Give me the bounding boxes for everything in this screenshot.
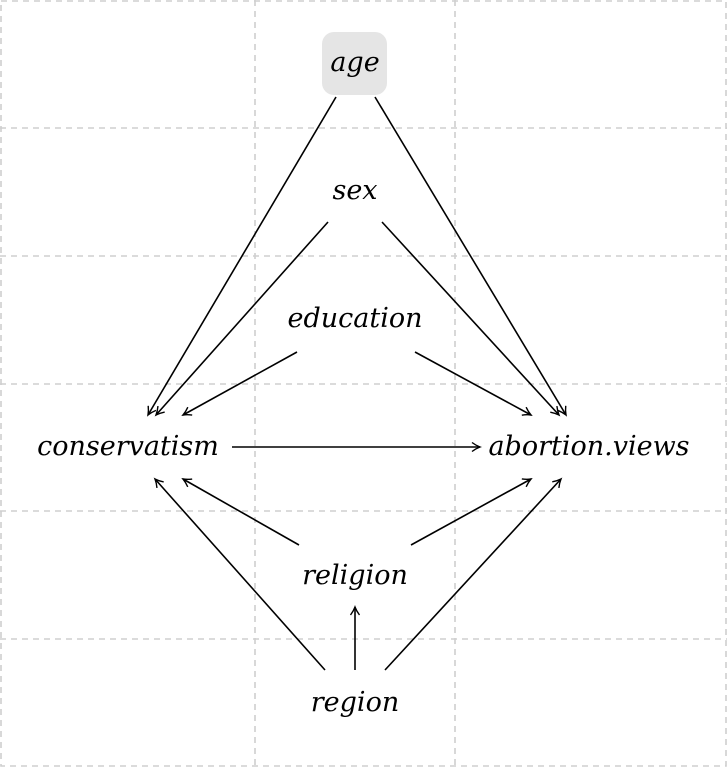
node-abortion-views-label: abortion.views (488, 431, 689, 462)
node-sex[interactable]: sex (332, 175, 377, 206)
edge-education-to-conservatism (181, 351, 298, 416)
node-region-label: region (311, 687, 399, 718)
edge-age-to-abortion-views (374, 96, 568, 417)
node-age-label: age (330, 47, 379, 78)
node-age-highlight (322, 32, 387, 95)
node-abortion-views[interactable]: abortion.views (488, 431, 689, 462)
edge-region-to-abortion-views (384, 477, 563, 671)
edge-religion-to-abortion-views (410, 478, 533, 546)
node-sex-label: sex (332, 175, 377, 206)
edges (146, 96, 568, 671)
node-age[interactable]: age (322, 32, 387, 95)
node-religion-label: religion (302, 560, 408, 591)
node-region[interactable]: region (311, 687, 399, 718)
edge-religion-to-conservatism (181, 478, 300, 546)
nodes: age sex education conservatism abortion.… (37, 32, 690, 718)
node-education[interactable]: education (288, 303, 423, 334)
node-education-label: education (288, 303, 423, 334)
edge-sex-to-abortion-views (381, 221, 561, 417)
edge-age-to-conservatism (146, 96, 337, 417)
node-conservatism-label: conservatism (37, 431, 219, 462)
edge-sex-to-conservatism (154, 221, 329, 417)
edge-region-to-conservatism (153, 477, 326, 671)
edge-education-to-abortion-views (414, 351, 533, 416)
node-conservatism[interactable]: conservatism (37, 431, 219, 462)
node-religion[interactable]: religion (302, 560, 408, 591)
